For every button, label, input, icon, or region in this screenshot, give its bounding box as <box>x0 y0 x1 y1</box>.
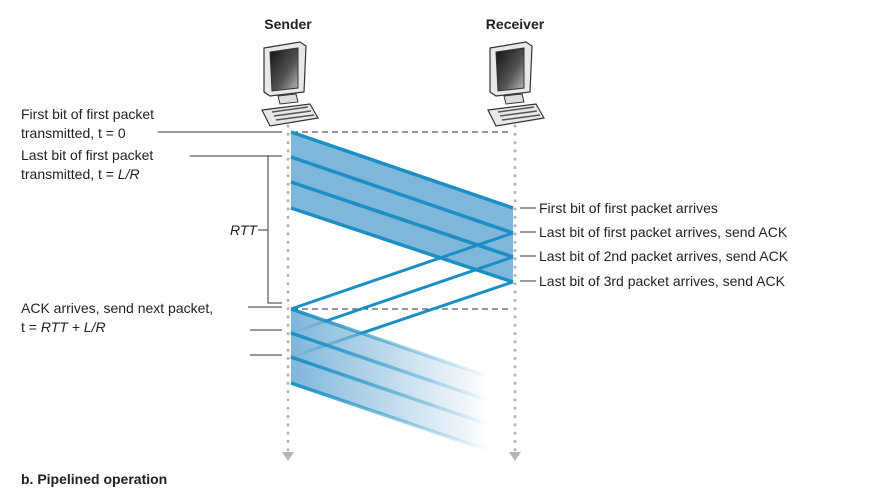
next-packet-lines <box>290 307 491 453</box>
right-label: Last bit of first packet arrives, send A… <box>539 224 788 240</box>
sender-computer-icon <box>261 41 319 127</box>
first-bit-time: transmitted, t = 0 <box>21 125 126 141</box>
rtt-bracket <box>267 155 282 304</box>
right-label: First bit of first packet arrives <box>539 200 718 216</box>
caption: b. Pipelined operation <box>21 471 167 487</box>
receiver-computer-icon <box>487 41 545 127</box>
receiver-arrow-icon <box>509 452 521 461</box>
right-label: Last bit of 2nd packet arrives, send ACK <box>539 248 789 264</box>
right-label: Last bit of 3rd packet arrives, send ACK <box>539 273 786 289</box>
last-bit-label: Last bit of first packet <box>21 147 153 163</box>
first-bit-label: First bit of first packet <box>21 106 154 122</box>
ack-arrives-label: ACK arrives, send next packet, <box>21 300 213 316</box>
packet-band <box>291 132 513 282</box>
last-bit-time: transmitted, t = L/R <box>21 166 140 182</box>
rtt-label: RTT <box>230 222 258 238</box>
right-labels: First bit of first packet arrives Last b… <box>520 200 789 289</box>
next-packet-band <box>291 309 490 451</box>
sender-arrow-icon <box>282 452 294 461</box>
receiver-label: Receiver <box>486 16 545 32</box>
sender-label: Sender <box>264 16 312 32</box>
ack-arrives-time: t = RTT + L/R <box>21 319 106 335</box>
